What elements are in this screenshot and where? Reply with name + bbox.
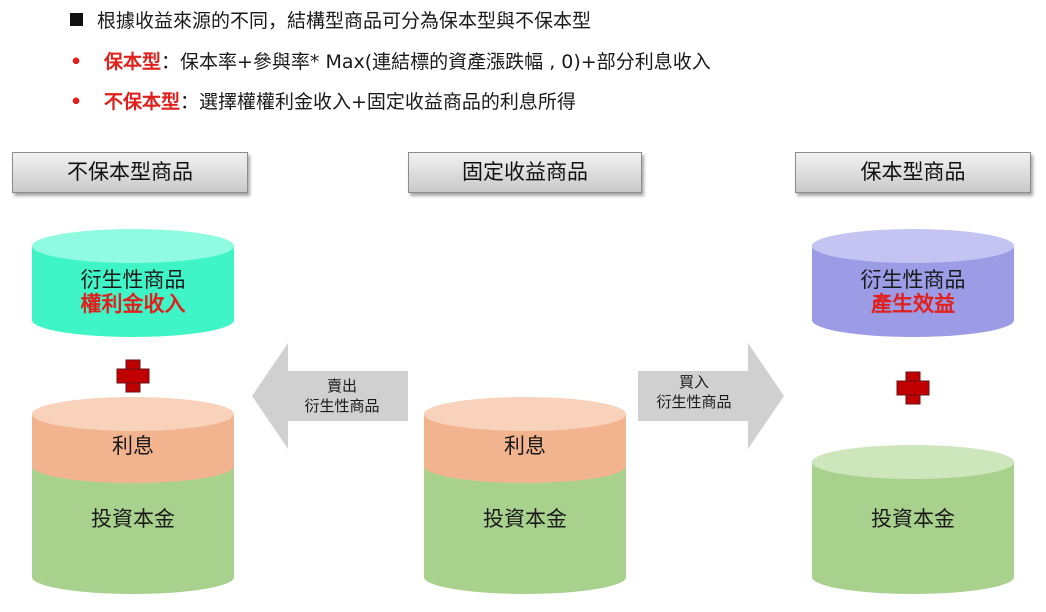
sell-label-line2: 衍生性商品 (304, 397, 380, 415)
header-fixed-income: 固定收益商品 (408, 152, 642, 193)
bullet-dot-icon: • (70, 51, 83, 73)
sell-label-line1: 賣出 (326, 377, 357, 395)
right-plus-icon (896, 371, 930, 405)
left-derivative-label: 衍生性商品 權利金收入 (32, 268, 234, 316)
left-premium-income: 權利金收入 (80, 292, 186, 316)
intro-text: 根據收益來源的不同，結構型商品可分為保本型與不保本型 (97, 10, 592, 32)
right-derivative-line1: 衍生性商品 (860, 268, 966, 292)
right-benefit: 產生效益 (871, 292, 955, 316)
buy-label-line1: 買入 (678, 373, 709, 391)
buy-arrow-label: 買入 衍生性商品 (636, 372, 752, 412)
buy-arrow-right (638, 343, 784, 449)
square-bullet-icon (70, 13, 83, 26)
bullet-principal-protected: • 保本型：保本率+參與率* Max(連結標的資產漲跌幅 , 0)+部分利息收入 (70, 49, 711, 75)
right-derivative-cylinder (812, 229, 1014, 337)
left-derivative-cylinder (32, 229, 234, 337)
center-interest-label: 利息 (504, 434, 546, 458)
right-derivative-label: 衍生性商品 產生效益 (812, 268, 1014, 316)
bullet-non-principal-protected: • 不保本型：選擇權權利金收入+固定收益商品的利息所得 (70, 89, 576, 115)
header-non-principal-protected: 不保本型商品 (12, 152, 248, 193)
non-principal-protected-term: 不保本型 (104, 91, 181, 113)
bullet-intro: 根據收益來源的不同，結構型商品可分為保本型與不保本型 (70, 8, 591, 34)
principal-protected-term: 保本型 (104, 51, 162, 73)
sell-arrow-left (252, 343, 408, 449)
header-principal-protected: 保本型商品 (795, 152, 1031, 193)
left-stacked-cylinder (32, 397, 234, 594)
sell-arrow-label: 賣出 衍生性商品 (282, 376, 402, 416)
center-principal-label: 投資本金 (483, 507, 567, 531)
center-stacked-cylinder (424, 397, 626, 594)
left-derivative-line1: 衍生性商品 (80, 268, 186, 292)
right-principal-cylinder (812, 445, 1014, 594)
left-interest-label: 利息 (112, 434, 154, 458)
principal-protected-formula: ：保本率+參與率* Max(連結標的資產漲跌幅 , 0)+部分利息收入 (161, 51, 711, 73)
bullet-dot-icon: • (70, 91, 83, 113)
left-principal-label: 投資本金 (91, 507, 175, 531)
right-principal-label: 投資本金 (871, 507, 955, 531)
buy-label-line2: 衍生性商品 (656, 393, 732, 411)
non-principal-protected-formula: ：選擇權權利金收入+固定收益商品的利息所得 (180, 91, 576, 113)
bullet-list: 根據收益來源的不同，結構型商品可分為保本型與不保本型 • 保本型：保本率+參與率*… (0, 0, 1046, 130)
left-plus-icon (116, 359, 150, 393)
